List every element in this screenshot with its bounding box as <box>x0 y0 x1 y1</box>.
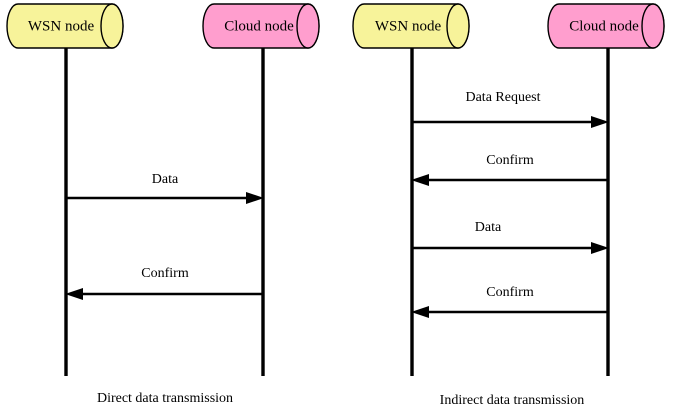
message-data[interactable]: Data <box>412 220 609 254</box>
participant-label: WSN node <box>375 18 442 34</box>
message-label: Data <box>475 220 502 235</box>
cylinder-end-cap-icon <box>446 3 470 49</box>
participant-label: Cloud node <box>569 18 639 34</box>
message-label: Data <box>152 172 179 187</box>
diagram-direct: WSN node Cloud node Data Confirm <box>6 3 320 406</box>
arrow-head-left-icon <box>411 174 429 186</box>
arrow-head-left-icon <box>411 306 429 318</box>
arrow-head-right-icon <box>246 192 264 204</box>
diagram-caption: Direct data transmission <box>97 391 233 406</box>
participant-label: WSN node <box>28 18 95 34</box>
message-label: Confirm <box>141 266 189 281</box>
message-confirm-2[interactable]: Confirm <box>411 285 608 318</box>
message-data-request[interactable]: Data Request <box>412 90 609 128</box>
cylinder-end-cap-icon <box>100 3 124 49</box>
message-confirm-1[interactable]: Confirm <box>411 153 608 186</box>
message-data[interactable]: Data <box>66 172 264 204</box>
arrow-head-left-icon <box>65 288 83 300</box>
diagram-indirect: WSN node Cloud node Data Request Confirm <box>352 3 665 408</box>
arrow-head-right-icon <box>591 242 609 254</box>
message-confirm[interactable]: Confirm <box>65 266 263 300</box>
diagram-caption: Indirect data transmission <box>440 393 585 408</box>
participant-wsn-node[interactable]: WSN node <box>352 3 470 49</box>
participant-cloud-node[interactable]: Cloud node <box>547 3 665 49</box>
participant-wsn-node[interactable]: WSN node <box>6 3 124 49</box>
message-label: Data Request <box>465 90 540 105</box>
cylinder-end-cap-icon <box>641 3 665 49</box>
participant-label: Cloud node <box>224 18 294 34</box>
arrow-head-right-icon <box>591 116 609 128</box>
message-label: Confirm <box>486 285 534 300</box>
participant-cloud-node[interactable]: Cloud node <box>202 3 320 49</box>
message-label: Confirm <box>486 153 534 168</box>
cylinder-end-cap-icon <box>296 3 320 49</box>
